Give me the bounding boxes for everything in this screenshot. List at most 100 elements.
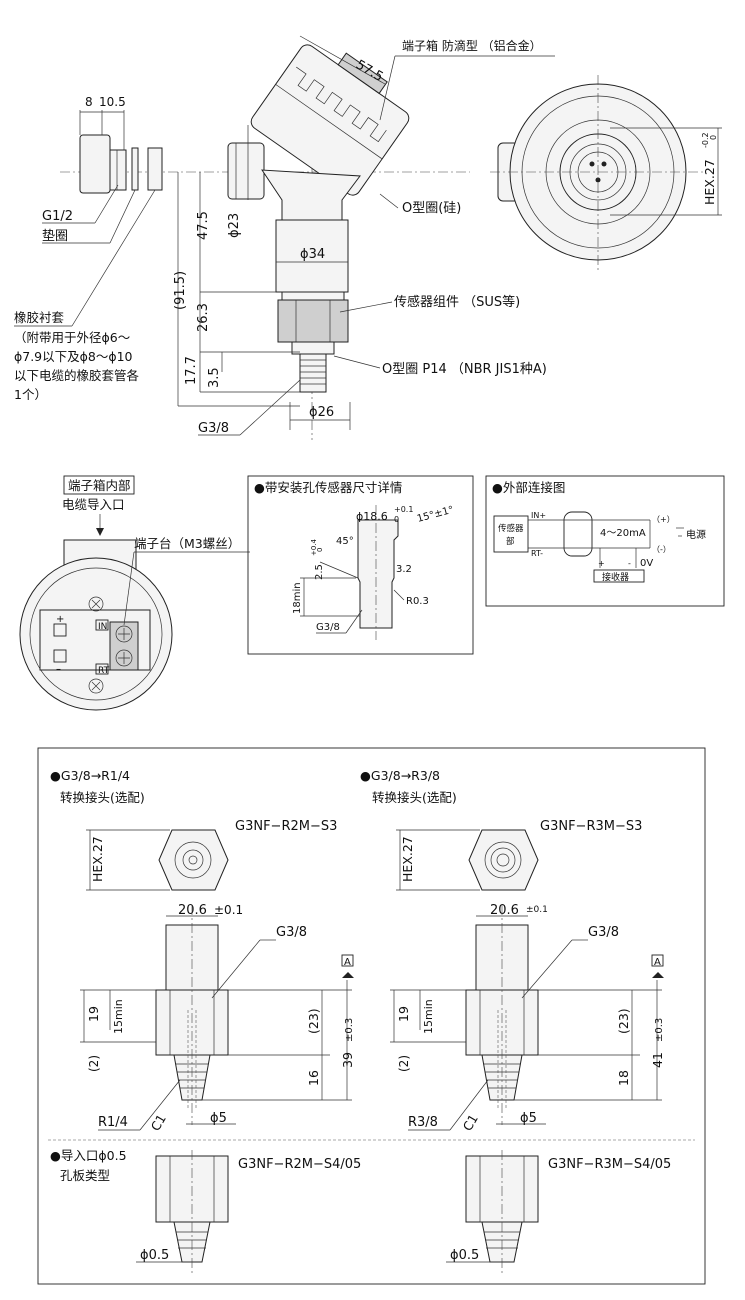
adapter2-tol01: ±0.1 (526, 905, 548, 915)
orifice1-model: G3NF−R2M−S4/05 (238, 1157, 361, 1172)
dim-18min: 18min (292, 582, 303, 614)
wiring-panel: ●外部连接图 传感器 部 IN+ RT- 4～20mA （+） （-） 电源 0… (485, 475, 725, 607)
adapter2-hex27: HEX.27 (400, 836, 415, 882)
angle-45: 45° (336, 536, 354, 547)
adapter2-title: ●G3/8→R3/8 (360, 768, 440, 783)
wiring-0v: 0V (640, 558, 653, 569)
wiring-neg: （-） (652, 545, 671, 554)
dim-8: 8 (85, 95, 93, 109)
adapter1-d23: (23) (306, 1008, 321, 1034)
terminal-in: IN (98, 622, 107, 632)
adapter2-d2: (2) (397, 1055, 411, 1072)
dim-phi34: ϕ34 (300, 247, 325, 262)
adapter2-datum: A (654, 957, 661, 968)
dim-91-5: (91.5) (173, 271, 188, 310)
dim-10-5: 10.5 (99, 95, 126, 109)
sensor-side-view: 57.5 端子箱 防滴型 （铝合金） 8 10.5 G1/2 垫圈 ϕ23 47… (14, 35, 555, 440)
adapter-panel: ●G3/8→R1/4 转换接头(选配) G3NF−R2M−S3 HEX.27 2… (37, 747, 706, 1285)
adapter2-d41: 41 (650, 1052, 665, 1068)
wiring-title: ●外部连接图 (492, 480, 565, 495)
adapter1-tol01: ±0.1 (214, 903, 243, 917)
adapter1-datum: A (344, 957, 351, 968)
adapter1-d39: 39 (340, 1052, 355, 1068)
sensor-assembly-label: 传感器组件 （SUS等) (394, 294, 520, 310)
adapter2-15min: 15min (422, 999, 435, 1034)
terminal-box-label: 端子箱 防滴型 （铝合金） (402, 38, 542, 53)
rubber-note-4: 1个） (14, 387, 47, 402)
wiring-receiver: 接收器 (602, 571, 629, 583)
adapter1-sub: 转换接头(选配) (60, 790, 145, 805)
orifice-title: ●导入口ϕ0.5 (50, 1148, 127, 1163)
orifice-sub: 孔板类型 (60, 1168, 110, 1183)
orifice2-model: G3NF−R3M−S4/05 (548, 1157, 671, 1172)
dim-hex27-end: HEX.27 (702, 159, 717, 205)
rubber-note-3: 以下电缆的橡胶套管各 (14, 368, 140, 383)
thread-g12-label: G1/2 (42, 209, 73, 224)
adapter2-model: G3NF−R3M−S3 (540, 819, 642, 834)
terminal-block-label: 端子台（M3螺丝） (134, 536, 240, 551)
wiring-minus: - (628, 559, 631, 568)
hex27-tol-bottom: 0 (709, 135, 718, 140)
terminal-box-inside-label: 端子箱内部 (68, 478, 131, 493)
dim-26-3: 26.3 (196, 303, 211, 332)
wiring-sensor-1: 传感器 (498, 523, 524, 534)
dim-phi18-6: ϕ18.6 (356, 510, 388, 523)
adapter1-tol03: ±0.3 (344, 1018, 355, 1042)
adapter1-d19: 19 (86, 1006, 101, 1022)
orifice2-phi05: ϕ0.5 (450, 1248, 479, 1263)
wiring-supply: 电源 (686, 528, 706, 541)
oring-p14-label: O型圈 P14 （NBR JIS1种A) (382, 362, 547, 377)
adapter1-c1: C1 (148, 1112, 169, 1134)
adapter1-r14: R1/4 (98, 1115, 128, 1130)
adapter1-hex27: HEX.27 (90, 836, 105, 882)
adapter2-tol03: ±0.3 (654, 1018, 665, 1042)
radius-r0-3: R0.3 (406, 596, 429, 607)
adapter1-g38: G3/8 (276, 925, 307, 940)
adapter2-phi5: ϕ5 (520, 1111, 537, 1126)
wiring-plus: + (598, 559, 605, 568)
adapter2-d23: (23) (616, 1008, 631, 1034)
rubber-note-1: （附带用于外径ϕ6～ (14, 330, 130, 345)
dim-3-2: 3.2 (396, 564, 412, 575)
adapter2-g38: G3/8 (588, 925, 619, 940)
tol-0-4: +0.4 (310, 538, 318, 556)
dim-17-7: 17.7 (184, 356, 199, 385)
rubber-bushing-label: 橡胶衬套 (14, 310, 65, 325)
tol-0-4-zero: 0 (316, 548, 324, 552)
terminal-minus: – (56, 664, 61, 675)
adapter2-d20-6: 20.6 (490, 903, 519, 918)
wiring-current: 4～20mA (600, 528, 646, 539)
adapter1-phi5: ϕ5 (210, 1111, 227, 1126)
adapter1-d2: (2) (87, 1055, 101, 1072)
hole-detail-panel: ●带安装孔传感器尺寸详情 ϕ18.6 +0.1 0 15°±1° 45° 2.5… (247, 475, 474, 655)
adapter1-d16: 16 (306, 1070, 321, 1086)
phi18-6-tol-zero: 0 (394, 515, 399, 524)
adapter2-sub: 转换接头(选配) (372, 790, 457, 805)
adapter1-d20-6: 20.6 (178, 903, 207, 918)
hole-detail-title: ●带安装孔传感器尺寸详情 (254, 480, 402, 495)
cable-inlet-label: 电缆导入口 (62, 497, 125, 512)
dim-phi23: ϕ23 (227, 213, 242, 238)
dim-2-5: 2.5 (314, 564, 325, 580)
terminal-plus: + (56, 614, 64, 625)
hole-thread-g38: G3/8 (316, 622, 340, 633)
hex27-tol-top: -0.2 (701, 132, 710, 148)
orifice1-phi05: ϕ0.5 (140, 1248, 169, 1263)
terminal-box-inside: 端子箱内部 电缆导入口 + – IN RT 端子台（M3螺丝） (19, 475, 250, 711)
gasket-label: 垫圈 (42, 228, 68, 244)
adapter1-15min: 15min (112, 999, 125, 1034)
dim-47-5: 47.5 (196, 211, 211, 240)
dim-phi26: ϕ26 (309, 405, 334, 420)
angle-15: 15°±1° (416, 505, 455, 525)
terminal-rt: RT (98, 666, 110, 676)
oring-si-label: O型圈(硅) (402, 201, 461, 216)
adapter1-title: ●G3/8→R1/4 (50, 768, 130, 783)
wiring-in: IN+ (531, 511, 546, 520)
adapter2-c1: C1 (460, 1112, 481, 1134)
sensor-end-view: HEX.27 -0.2 0 (490, 75, 722, 270)
thread-g38-label: G3/8 (198, 421, 229, 436)
adapter2-d18: 18 (616, 1070, 631, 1086)
dim-3-5: 3.5 (207, 367, 222, 388)
